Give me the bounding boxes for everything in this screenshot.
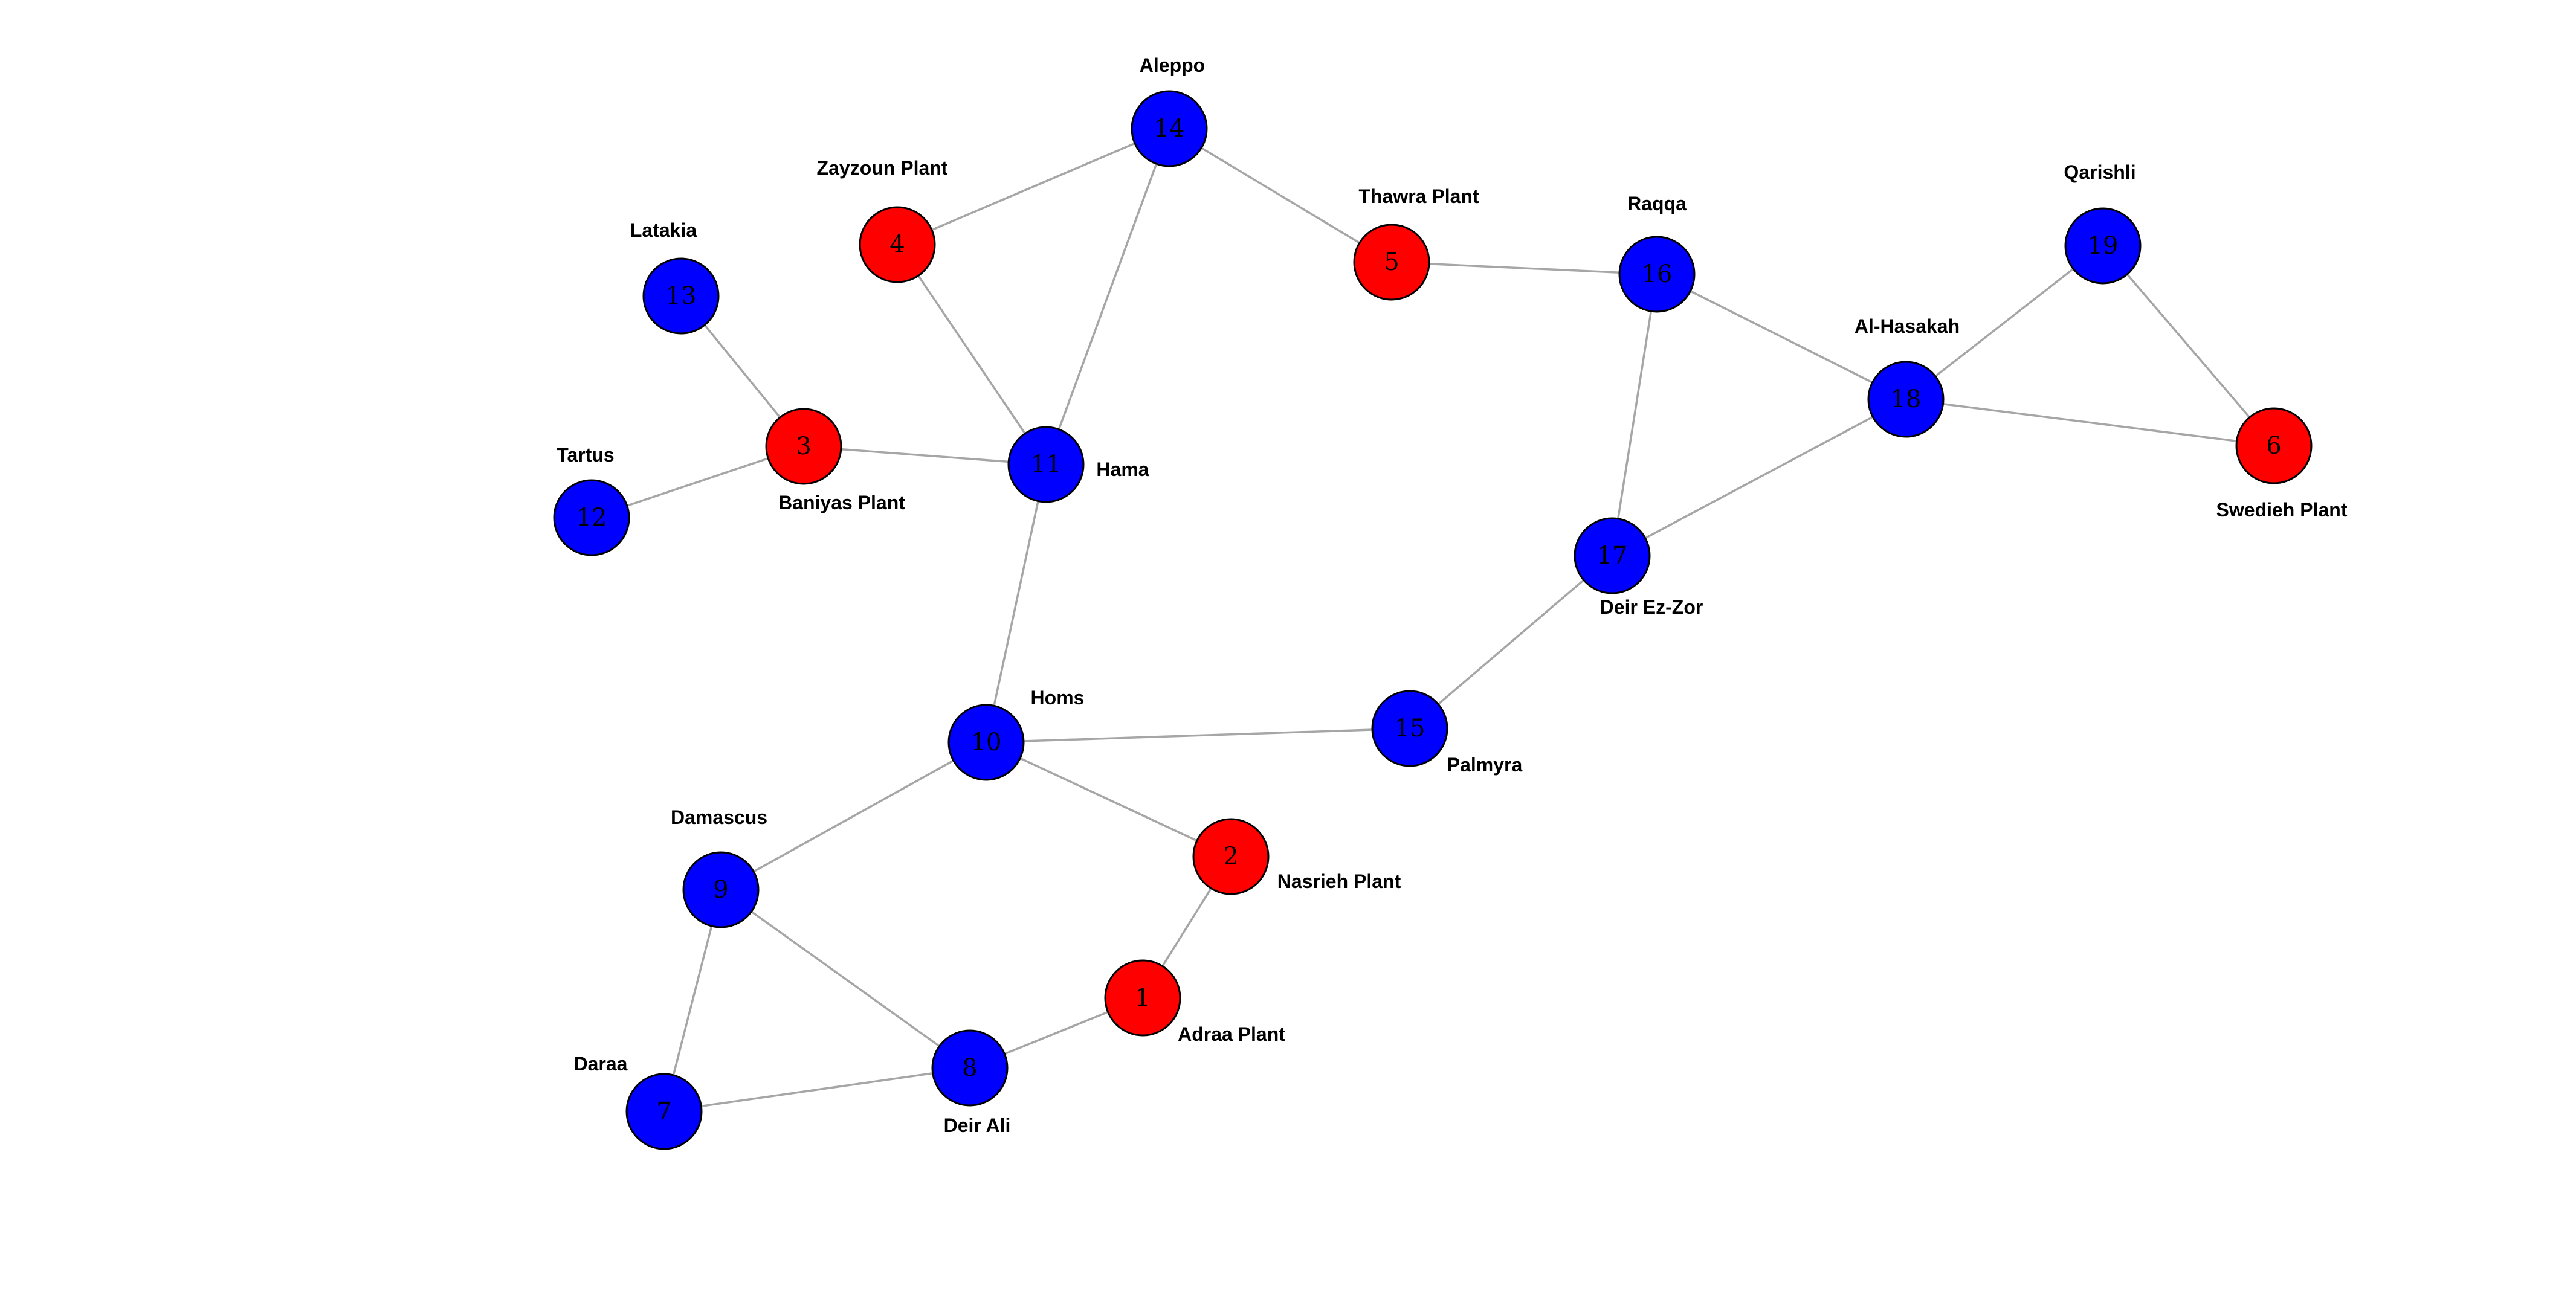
city-node-circle[interactable] <box>931 1029 1009 1107</box>
node-8[interactable]: 8 <box>931 1029 1009 1107</box>
edge-16-18 <box>1656 273 1906 400</box>
edge-18-6 <box>1905 398 2274 447</box>
city-node-circle[interactable] <box>1574 517 1651 594</box>
node-label-14: Aleppo <box>1140 54 1205 76</box>
node-id-text: 13 <box>666 282 697 310</box>
city-node-circle[interactable] <box>625 1073 703 1150</box>
plant-node-circle[interactable] <box>859 206 936 283</box>
labels-layer: Adraa Plant Nasrieh Plant Baniyas Plant Zay… <box>557 54 2348 1136</box>
node-label-7: Daraa <box>574 1053 628 1075</box>
node-label-3: Baniyas Plant <box>778 492 905 513</box>
node-id-text: 17 <box>1597 542 1628 570</box>
plant-node-circle[interactable] <box>765 408 842 485</box>
edge-4-14 <box>897 127 1170 246</box>
node-label-6: Swedieh Plant <box>2216 499 2348 521</box>
node-id-text: 12 <box>576 504 607 532</box>
node-id-text: 4 <box>889 231 905 259</box>
plant-node-circle[interactable] <box>1353 224 1430 301</box>
node-label-5: Thawra Plant <box>1358 185 1479 207</box>
node-17[interactable]: 17 <box>1574 517 1651 594</box>
node-18[interactable]: 18 <box>1867 361 1945 438</box>
node-label-15: Palmyra <box>1447 754 1523 776</box>
node-id-text: 10 <box>971 728 1002 756</box>
node-id-text: 2 <box>1223 843 1238 870</box>
edge-18-19 <box>1905 245 2104 400</box>
node-label-9: Damascus <box>671 806 767 828</box>
city-node-circle[interactable] <box>1131 90 1208 167</box>
edge-10-2 <box>986 741 1232 858</box>
node-id-text: 5 <box>1384 248 1399 276</box>
node-14[interactable]: 14 <box>1131 90 1208 167</box>
node-label-1: Adraa Plant <box>1178 1023 1285 1045</box>
node-id-text: 6 <box>2266 432 2281 460</box>
edge-10-9 <box>720 741 987 891</box>
node-label-8: Deir Ali <box>944 1114 1011 1136</box>
node-label-19: Qarishli <box>2064 161 2135 183</box>
node-16[interactable]: 16 <box>1618 236 1696 313</box>
edge-9-8 <box>720 889 971 1069</box>
city-node-circle[interactable] <box>1867 361 1945 438</box>
node-13[interactable]: 13 <box>642 257 720 335</box>
node-id-text: 18 <box>1891 385 1922 413</box>
city-node-circle[interactable] <box>682 851 760 928</box>
edge-3-11 <box>803 445 1047 466</box>
node-id-text: 14 <box>1154 115 1185 143</box>
plant-node-circle[interactable] <box>1192 818 1270 895</box>
node-label-11: Hama <box>1096 458 1149 480</box>
node-10[interactable]: 10 <box>947 704 1025 781</box>
node-7[interactable]: 7 <box>625 1073 703 1150</box>
edge-14-5 <box>1169 127 1392 263</box>
node-2[interactable]: 2 <box>1192 818 1270 895</box>
city-node-circle[interactable] <box>553 479 630 556</box>
node-9[interactable]: 9 <box>682 851 760 928</box>
node-5[interactable]: 5 <box>1353 224 1430 301</box>
edge-7-8 <box>663 1067 970 1113</box>
node-4[interactable]: 4 <box>859 206 936 283</box>
node-id-text: 8 <box>962 1054 977 1082</box>
edge-11-10 <box>985 464 1047 743</box>
city-node-circle[interactable] <box>1371 690 1448 767</box>
node-1[interactable]: 1 <box>1104 959 1181 1037</box>
edge-10-15 <box>986 727 1410 744</box>
edges-layer <box>591 127 2275 1113</box>
node-label-12: Tartus <box>557 444 614 466</box>
city-node-circle[interactable] <box>1007 426 1085 503</box>
city-node-circle[interactable] <box>947 704 1025 781</box>
edge-14-11 <box>1045 128 1170 465</box>
city-node-circle[interactable] <box>1618 236 1696 313</box>
city-node-circle[interactable] <box>2064 207 2142 285</box>
node-label-16: Raqqa <box>1627 193 1687 214</box>
plant-node-circle[interactable] <box>1104 959 1181 1037</box>
node-id-text: 7 <box>656 1098 671 1125</box>
node-label-13: Latakia <box>630 219 697 241</box>
node-label-10: Homs <box>1031 687 1085 709</box>
node-3[interactable]: 3 <box>765 408 842 485</box>
node-12[interactable]: 12 <box>553 479 630 556</box>
node-19[interactable]: 19 <box>2064 207 2142 285</box>
node-id-text: 15 <box>1395 715 1425 742</box>
edge-19-6 <box>2102 245 2275 447</box>
node-id-text: 11 <box>1031 451 1062 478</box>
node-label-18: Al-Hasakah <box>1855 315 1960 337</box>
edge-5-16 <box>1391 261 1658 275</box>
node-id-text: 1 <box>1135 984 1150 1012</box>
node-id-text: 19 <box>2088 232 2119 260</box>
edge-15-17 <box>1409 555 1613 730</box>
node-label-4: Zayzoun Plant <box>817 157 948 179</box>
node-id-text: 3 <box>796 433 811 460</box>
city-node-circle[interactable] <box>642 257 720 335</box>
node-label-2: Nasrieh Plant <box>1277 870 1401 892</box>
node-id-text: 9 <box>713 876 728 904</box>
plant-node-circle[interactable] <box>2235 407 2313 484</box>
edge-16-17 <box>1611 274 1658 556</box>
node-label-17: Deir Ez-Zor <box>1600 596 1703 618</box>
node-id-text: 16 <box>1642 260 1673 288</box>
edge-4-11 <box>896 244 1047 465</box>
node-15[interactable]: 15 <box>1371 690 1448 767</box>
node-11[interactable]: 11 <box>1007 426 1085 503</box>
edge-17-18 <box>1612 398 1906 557</box>
node-6[interactable]: 6 <box>2235 407 2313 484</box>
